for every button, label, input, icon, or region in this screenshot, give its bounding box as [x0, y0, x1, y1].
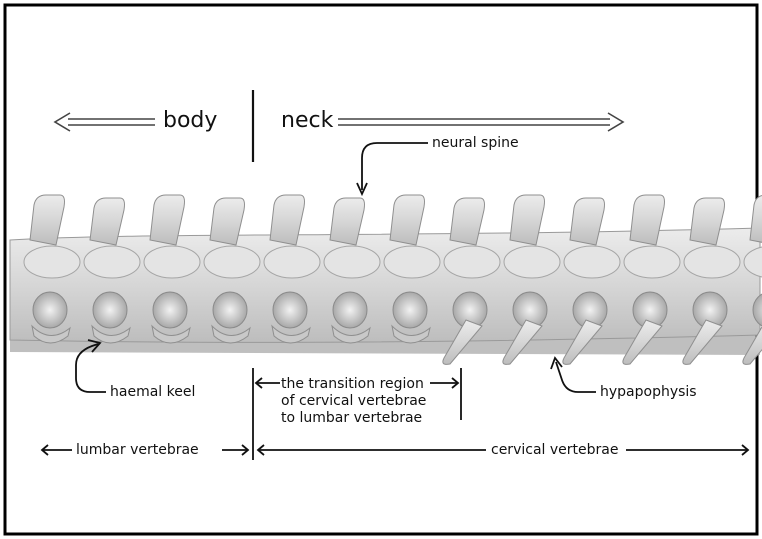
centrum	[273, 292, 307, 328]
centrum	[33, 292, 67, 328]
transition-line-2: of cervical vertebrae	[281, 393, 426, 410]
centrum	[333, 292, 367, 328]
centrum	[153, 292, 187, 328]
cervical-vertebrae-label: cervical vertebrae	[491, 443, 618, 457]
articular-process	[84, 246, 140, 278]
articular-process	[444, 246, 500, 278]
centrum	[393, 292, 427, 328]
haemal-keel-label: haemal keel	[110, 385, 195, 399]
hypapophysis-label: hypapophysis	[600, 385, 697, 399]
articular-process	[684, 246, 740, 278]
neural-spine-pointer	[357, 143, 428, 194]
articular-process	[384, 246, 440, 278]
lumbar-vertebrae-label: lumbar vertebrae	[76, 443, 199, 457]
articular-process	[504, 246, 560, 278]
transition-line-3: to lumbar vertebrae	[281, 410, 426, 427]
centrum	[213, 292, 247, 328]
vertebral-column	[10, 195, 762, 364]
centrum	[93, 292, 127, 328]
neck-label: neck	[281, 110, 333, 132]
articular-process	[144, 246, 200, 278]
articular-process	[564, 246, 620, 278]
transition-region-label: the transition region of cervical verteb…	[281, 376, 426, 426]
articular-process	[24, 246, 80, 278]
body-direction-arrow	[55, 113, 155, 131]
neural-spine-label: neural spine	[432, 136, 519, 150]
neural-spine-process	[750, 195, 762, 245]
body-label: body	[163, 110, 217, 132]
articular-process	[624, 246, 680, 278]
articular-process	[264, 246, 320, 278]
transition-line-1: the transition region	[281, 376, 426, 393]
hypapophysis-pointer	[551, 358, 596, 392]
articular-process	[324, 246, 380, 278]
neck-direction-arrow	[338, 113, 623, 131]
articular-process	[204, 246, 260, 278]
